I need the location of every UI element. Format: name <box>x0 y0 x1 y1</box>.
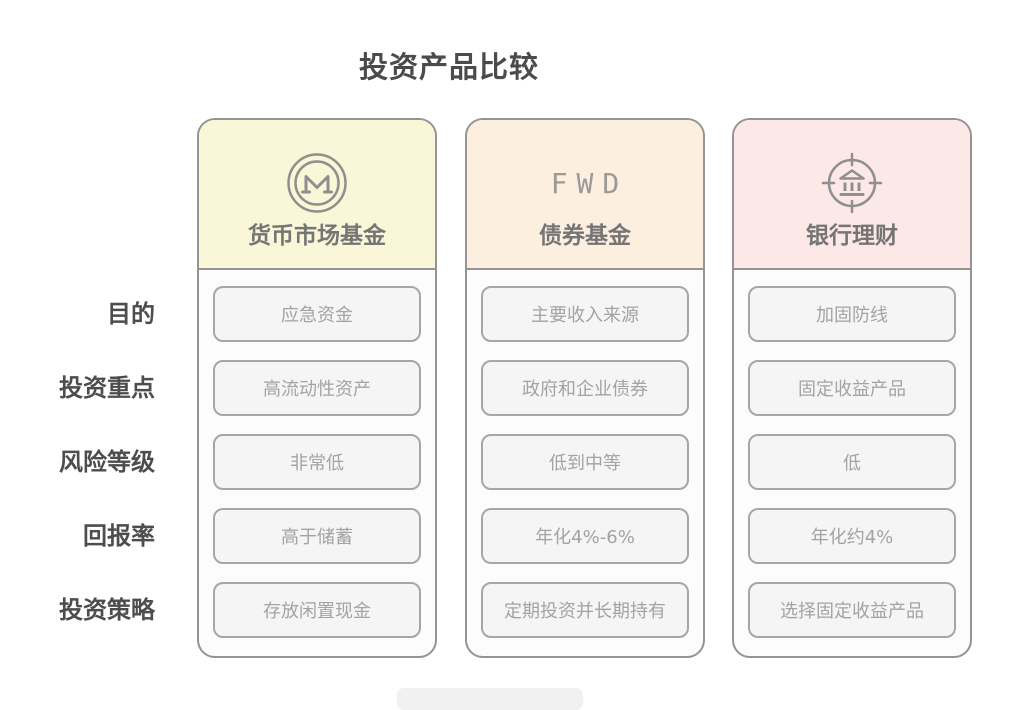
fwd-logo-text: FWD <box>550 166 629 200</box>
cell-return: 年化约4% <box>748 508 956 564</box>
cell-risk: 非常低 <box>213 434 421 490</box>
column-header: 银行理财 <box>734 120 970 270</box>
cell-strategy: 存放闲置现金 <box>213 582 421 638</box>
cell-purpose: 应急资金 <box>213 286 421 342</box>
cell-risk: 低到中等 <box>481 434 689 490</box>
product-column-bank-wealth: 银行理财 加固防线 固定收益产品 低 年化约4% 选择固定收益产品 <box>732 118 972 658</box>
column-header: 货币市场基金 <box>199 120 435 270</box>
column-body: 加固防线 固定收益产品 低 年化约4% 选择固定收益产品 <box>734 270 970 638</box>
cell-return: 高于储蓄 <box>213 508 421 564</box>
product-name: 银行理财 <box>806 223 898 249</box>
cell-purpose: 主要收入来源 <box>481 286 689 342</box>
cell-return: 年化4%-6% <box>481 508 689 564</box>
row-label-risk: 风险等级 <box>59 448 155 476</box>
cell-focus: 固定收益产品 <box>748 360 956 416</box>
cell-strategy: 选择固定收益产品 <box>748 582 956 638</box>
page-title: 投资产品比较 <box>358 50 540 84</box>
product-column-money-market-fund: 货币市场基金 应急资金 高流动性资产 非常低 高于储蓄 存放闲置现金 <box>197 118 437 658</box>
product-column-bond-fund: FWD 债券基金 主要收入来源 政府和企业债券 低到中等 年化4%-6% 定期投… <box>465 118 705 658</box>
cell-focus: 政府和企业债券 <box>481 360 689 416</box>
row-label-strategy: 投资策略 <box>59 596 155 624</box>
cell-risk: 低 <box>748 434 956 490</box>
column-body: 应急资金 高流动性资产 非常低 高于储蓄 存放闲置现金 <box>199 270 435 638</box>
column-body: 主要收入来源 政府和企业债券 低到中等 年化4%-6% 定期投资并长期持有 <box>467 270 703 638</box>
partial-note-box <box>397 688 583 710</box>
cell-purpose: 加固防线 <box>748 286 956 342</box>
column-header: FWD 债券基金 <box>467 120 703 270</box>
row-label-focus: 投资重点 <box>59 374 155 402</box>
cell-strategy: 定期投资并长期持有 <box>481 582 689 638</box>
bank-target-icon <box>820 151 884 215</box>
row-label-return: 回报率 <box>83 522 155 550</box>
row-label-purpose: 目的 <box>107 300 155 328</box>
cell-focus: 高流动性资产 <box>213 360 421 416</box>
circled-m-icon <box>285 151 349 215</box>
product-name: 债券基金 <box>539 223 631 249</box>
product-name: 货币市场基金 <box>248 223 386 249</box>
